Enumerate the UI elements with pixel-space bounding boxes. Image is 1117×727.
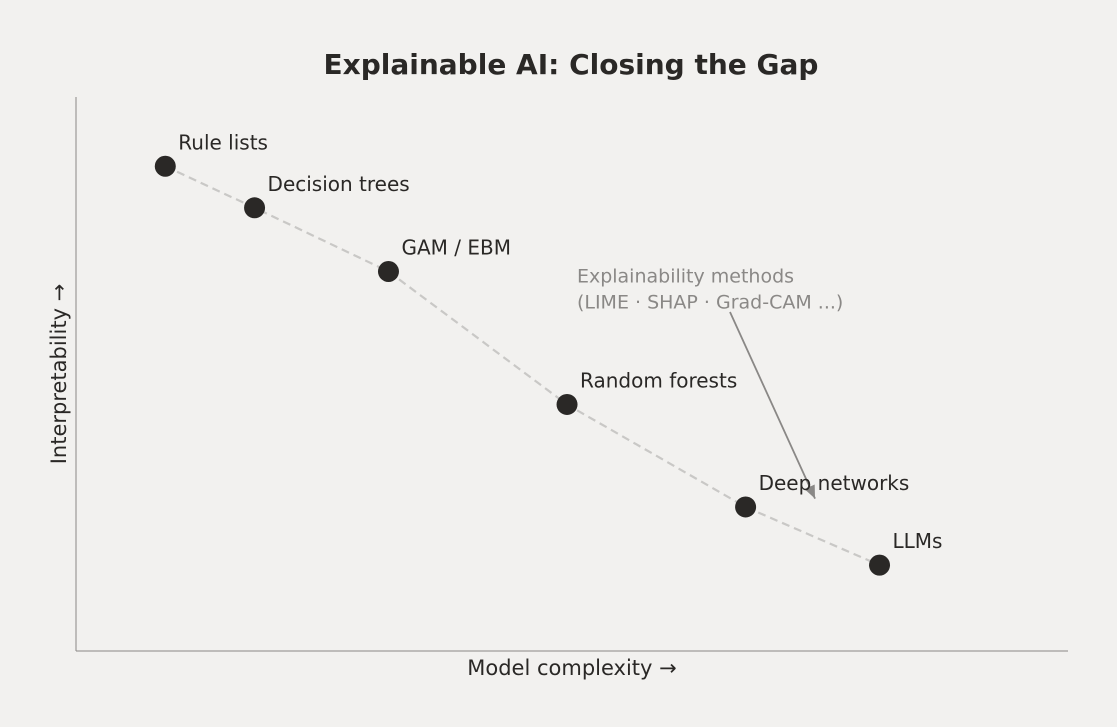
axes (75, 97, 1068, 652)
data-point (377, 261, 399, 283)
annotation-arrow-line (729, 311, 816, 500)
points-layer (154, 155, 891, 576)
data-point (556, 393, 578, 415)
data-point-label: Rule lists (178, 130, 268, 154)
y-axis-label: Interpretability → (47, 284, 71, 465)
data-point-label: Deep networks (759, 471, 910, 495)
data-point-label: Decision trees (268, 172, 410, 196)
data-point (154, 155, 176, 177)
connector-line (164, 165, 880, 567)
x-axis-label: Model complexity → (467, 656, 677, 680)
annotation-text: Explainability methods (577, 266, 794, 288)
annotation-layer: Explainability methods (LIME · SHAP · Gra… (577, 266, 843, 500)
data-point-label: GAM / EBM (401, 236, 511, 260)
data-point (869, 554, 891, 576)
chart-title: Explainable AI: Closing the Gap (324, 48, 819, 81)
connector-layer (164, 165, 880, 567)
data-point-label: LLMs (893, 529, 943, 553)
data-point (735, 496, 757, 518)
data-point (244, 197, 266, 219)
annotation-arrowhead (804, 484, 815, 499)
data-point-label: Random forests (580, 368, 737, 392)
annotation-text: (LIME · SHAP · Grad-CAM ...) (577, 292, 843, 314)
